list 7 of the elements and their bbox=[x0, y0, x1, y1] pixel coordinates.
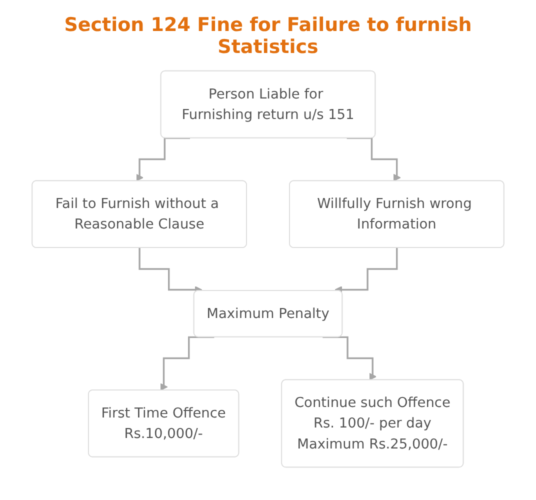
arrow bbox=[322, 336, 377, 380]
arrow bbox=[334, 247, 398, 294]
arrow bbox=[138, 247, 202, 294]
arrow bbox=[136, 137, 190, 182]
arrow bbox=[160, 336, 214, 391]
diagram-title: Section 124 Fine for Failure to furnish Statistics bbox=[63, 14, 473, 58]
arrow bbox=[346, 137, 401, 182]
